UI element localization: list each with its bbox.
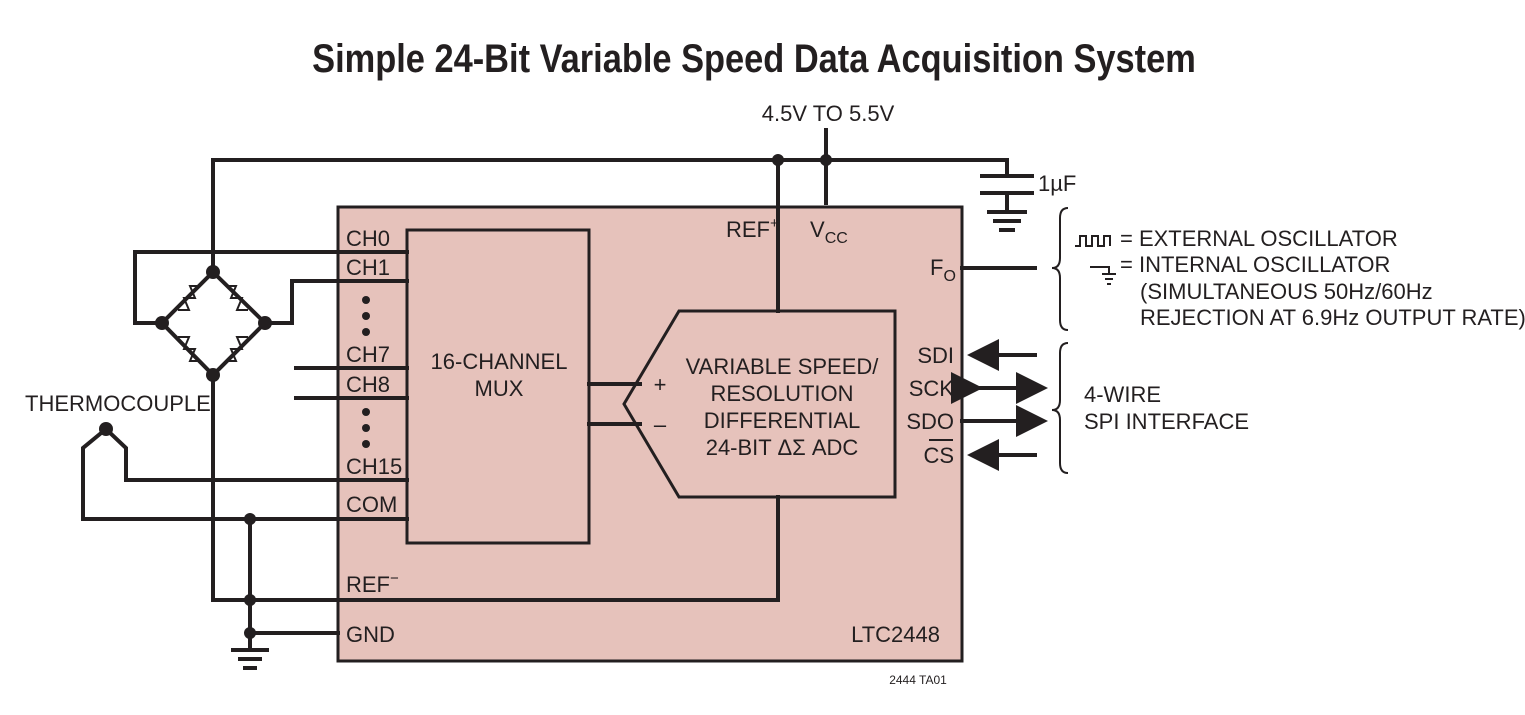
pin-ch0-label: CH0 bbox=[346, 226, 390, 251]
adc-label-line4: 24-BIT ΔΣ ADC bbox=[706, 435, 859, 460]
adc-minus-input: – bbox=[654, 412, 667, 437]
thermocouple-label: THERMOCOUPLE bbox=[25, 391, 211, 416]
pin-ch7-label: CH7 bbox=[346, 342, 390, 367]
pin-gnd-label: GND bbox=[346, 622, 395, 647]
supply-voltage-label: 4.5V TO 5.5V bbox=[762, 101, 895, 126]
pin-ch8-label: CH8 bbox=[346, 372, 390, 397]
rejection-note-line1: (SIMULTANEOUS 50Hz/60Hz bbox=[1140, 279, 1433, 304]
mux-label-line1: 16-CHANNEL bbox=[431, 349, 568, 374]
oscillator-brace bbox=[1051, 207, 1069, 331]
adc-label-line2: RESOLUTION bbox=[710, 381, 853, 406]
adc-block bbox=[622, 309, 897, 499]
adc-label-line1: VARIABLE SPEED/ bbox=[686, 354, 880, 379]
resistor-bridge bbox=[155, 158, 272, 382]
pin-ref-minus-label: REF− bbox=[346, 570, 399, 597]
pin-fo-label: FO bbox=[930, 255, 956, 285]
spi-note-line1: 4-WIRE bbox=[1084, 382, 1161, 407]
capacitor bbox=[980, 174, 1034, 232]
spi-brace bbox=[1051, 342, 1069, 474]
chip-part-number: LTC2448 bbox=[851, 622, 940, 647]
pin-vcc-label: VCC bbox=[810, 217, 848, 247]
external-oscillator-note: = EXTERNAL OSCILLATOR bbox=[1120, 226, 1398, 251]
pin-ch15-label: CH15 bbox=[346, 454, 402, 479]
ground-symbol bbox=[231, 648, 269, 670]
diagram-title: Simple 24-Bit Variable Speed Data Acquis… bbox=[312, 36, 1196, 81]
adc-label-line3: DIFFERENTIAL bbox=[704, 408, 860, 433]
ground-icon bbox=[1090, 266, 1116, 285]
pin-com-label: COM bbox=[346, 492, 397, 517]
mux-label-line2: MUX bbox=[475, 376, 524, 401]
square-wave-icon bbox=[1075, 235, 1111, 247]
pin-sck-label: SCK bbox=[909, 376, 955, 401]
rejection-note-line2: REJECTION AT 6.9Hz OUTPUT RATE) bbox=[1140, 305, 1525, 330]
pin-ch1-label: CH1 bbox=[346, 255, 390, 280]
mux-block bbox=[405, 228, 591, 545]
capacitor-value-label: 1µF bbox=[1038, 171, 1076, 196]
pin-sdo-label: SDO bbox=[906, 409, 954, 434]
spi-note-line2: SPI INTERFACE bbox=[1084, 409, 1249, 434]
adc-plus-input: + bbox=[654, 372, 667, 397]
figure-code: 2444 TA01 bbox=[889, 673, 947, 687]
internal-oscillator-note: = INTERNAL OSCILLATOR bbox=[1120, 252, 1390, 277]
pin-sdi-label: SDI bbox=[917, 343, 954, 368]
pin-cs-label: CS bbox=[923, 443, 954, 468]
pin-ref-plus-label: REF+ bbox=[726, 215, 779, 242]
